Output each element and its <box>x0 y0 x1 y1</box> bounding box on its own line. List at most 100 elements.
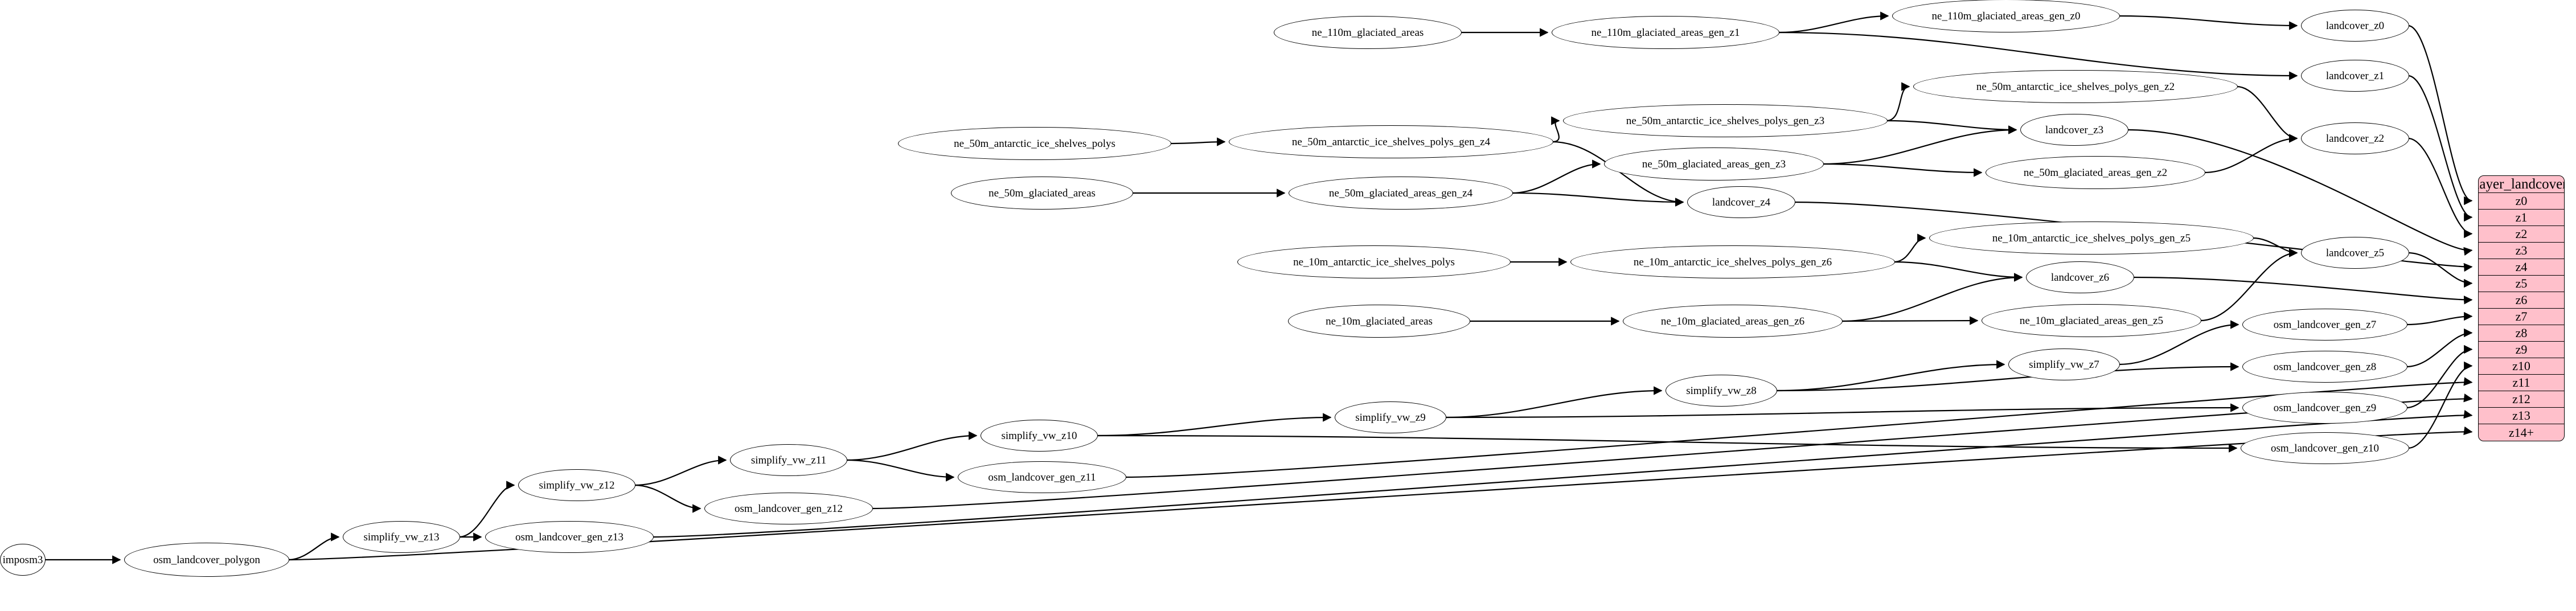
edge-ne_110m_glaciated_areas_gen_z0-to-landcover_z0 <box>2118 15 2298 30</box>
graph-node-osm_landcover_gen_z9[interactable]: osm_landcover_gen_z9 <box>2242 392 2407 424</box>
edge-simplify_vw_z10-to-simplify_vw_z9 <box>1096 413 1332 437</box>
edge-simplify_vw_z11-to-osm_landcover_gen_z11 <box>846 459 955 482</box>
graph-node-ne_50m_glaciated_areas_gen_z2[interactable]: ne_50m_glaciated_areas_gen_z2 <box>1986 156 2205 189</box>
edge-osm_landcover_gen_z13-to-layer_landcover_z13 <box>652 410 2473 538</box>
graph-node-osm_landcover_gen_z13[interactable]: osm_landcover_gen_z13 <box>485 521 654 553</box>
graph-node-label: simplify_vw_z11 <box>750 454 827 466</box>
graph-node-imposm3[interactable]: imposm3 <box>0 544 46 576</box>
edge-ne_50m_glaciated_areas_gen_z3-to-landcover_z3 <box>1822 125 2017 165</box>
edge-simplify_vw_z8-to-simplify_vw_z7 <box>1775 360 2005 392</box>
record-row-z13[interactable]: z13 <box>2479 408 2564 424</box>
graph-node-simplify_vw_z10[interactable]: simplify_vw_z10 <box>981 420 1098 452</box>
graph-node-simplify_vw_z9[interactable]: simplify_vw_z9 <box>1335 401 1446 433</box>
graph-node-osm_landcover_gen_z12[interactable]: osm_landcover_gen_z12 <box>704 493 873 524</box>
graph-node-ne_10m_antarctic_ice_shelves_polys[interactable]: ne_10m_antarctic_ice_shelves_polys <box>1237 245 1511 278</box>
graph-node-label: osm_landcover_gen_z7 <box>2273 318 2377 331</box>
edge-osm_landcover_gen_z12-to-layer_landcover_z12 <box>871 393 2473 510</box>
record-row-z2[interactable]: z2 <box>2479 226 2564 243</box>
record-row-z10[interactable]: z10 <box>2479 358 2564 375</box>
graph-node-label: osm_landcover_gen_z8 <box>2273 360 2377 373</box>
graph-node-label: ne_10m_antarctic_ice_shelves_polys_gen_z… <box>1992 232 2191 244</box>
edge-ne_110m_glaciated_areas_gen_z1-to-landcover_z1 <box>1778 31 2298 80</box>
graph-node-ne_10m_glaciated_areas_gen_z5[interactable]: ne_10m_glaciated_areas_gen_z5 <box>1982 304 2201 337</box>
edge-osm_landcover_polygon-to-simplify_vw_z13 <box>288 532 340 561</box>
graph-node-ne_110m_glaciated_areas_gen_z0[interactable]: ne_110m_glaciated_areas_gen_z0 <box>1892 0 2120 32</box>
record-row-z14plus[interactable]: z14+ <box>2508 425 2534 440</box>
graph-node-ne_110m_glaciated_areas[interactable]: ne_110m_glaciated_areas <box>1274 16 1462 49</box>
graph-node-ne_110m_glaciated_areas_gen_z1[interactable]: ne_110m_glaciated_areas_gen_z1 <box>1552 16 1779 49</box>
record-row-z1[interactable]: z1 <box>2479 210 2564 226</box>
graph-node-ne_50m_antarctic_ice_shelves_polys[interactable]: ne_50m_antarctic_ice_shelves_polys <box>898 127 1171 160</box>
edge-ne_10m_antarctic_ice_shelves_polys_gen_z6-to-landcover_z6 <box>1893 261 2023 282</box>
graph-node-ne_10m_antarctic_ice_shelves_polys_gen_z6[interactable]: ne_10m_antarctic_ice_shelves_polys_gen_z… <box>1570 245 1895 278</box>
graph-node-simplify_vw_z11[interactable]: simplify_vw_z11 <box>730 444 847 476</box>
edge-simplify_vw_z10-to-osm_landcover_gen_z10 <box>1096 434 2238 453</box>
graph-node-ne_50m_antarctic_ice_shelves_polys_gen_z2[interactable]: ne_50m_antarctic_ice_shelves_polys_gen_z… <box>1913 70 2238 103</box>
record-row-z6[interactable]: z6 <box>2479 292 2564 309</box>
edge-ne_110m_glaciated_areas_gen_z1-to-ne_110m_glaciated_areas_gen_z0 <box>1778 11 1889 34</box>
graph-node-label: ne_50m_glaciated_areas_gen_z3 <box>1642 158 1786 170</box>
graph-node-label: osm_landcover_gen_z10 <box>2271 442 2379 454</box>
graph-node-label: ne_50m_glaciated_areas_gen_z2 <box>2023 166 2168 179</box>
graph-node-landcover_z0[interactable]: landcover_z0 <box>2301 10 2409 42</box>
graph-node-label: simplify_vw_z12 <box>539 479 615 491</box>
graph-node-simplify_vw_z13[interactable]: simplify_vw_z13 <box>343 521 460 553</box>
edge-simplify_vw_z12-to-simplify_vw_z11 <box>634 456 727 486</box>
graph-node-label: ne_10m_glaciated_areas <box>1326 315 1433 327</box>
graph-node-ne_10m_glaciated_areas[interactable]: ne_10m_glaciated_areas <box>1288 305 1470 338</box>
record-row-z3[interactable]: z3 <box>2479 243 2564 259</box>
graph-node-landcover_z4[interactable]: landcover_z4 <box>1687 186 1795 218</box>
graph-node-label: ne_10m_antarctic_ice_shelves_polys <box>1293 256 1455 268</box>
record-row-z9[interactable]: z9 <box>2479 342 2564 358</box>
graph-node-label: ne_110m_glaciated_areas_gen_z0 <box>1931 10 2081 22</box>
graph-node-label: osm_landcover_gen_z12 <box>735 502 843 515</box>
record-row-z12[interactable]: z12 <box>2479 391 2564 408</box>
edge-ne_50m_glaciated_areas_gen_z4-to-landcover_z4 <box>1511 192 1684 207</box>
record-row-z0[interactable]: z0 <box>2479 193 2564 210</box>
graph-node-label: ne_50m_antarctic_ice_shelves_polys_gen_z… <box>1976 80 2175 93</box>
graph-node-ne_50m_antarctic_ice_shelves_polys_gen_z4[interactable]: ne_50m_antarctic_ice_shelves_polys_gen_z… <box>1229 125 1553 158</box>
edge-ne_10m_antarctic_ice_shelves_polys_gen_z6-to-ne_10m_antarctic_ice_shelves_polys_gen_z5 <box>1893 233 1926 263</box>
graph-node-landcover_z3[interactable]: landcover_z3 <box>2020 114 2128 146</box>
graph-node-ne_10m_antarctic_ice_shelves_polys_gen_z5[interactable]: ne_10m_antarctic_ice_shelves_polys_gen_z… <box>1929 222 2254 255</box>
graph-node-ne_50m_antarctic_ice_shelves_polys_gen_z3[interactable]: ne_50m_antarctic_ice_shelves_polys_gen_z… <box>1563 104 1888 137</box>
graph-node-label: landcover_z3 <box>2045 124 2104 136</box>
graph-node-ne_10m_glaciated_areas_gen_z6[interactable]: ne_10m_glaciated_areas_gen_z6 <box>1623 305 1843 338</box>
edge-osm_landcover_gen_z9-to-layer_landcover_z9 <box>2406 345 2473 409</box>
graph-node-landcover_z6[interactable]: landcover_z6 <box>2026 261 2134 293</box>
graph-node-landcover_z5[interactable]: landcover_z5 <box>2301 237 2409 269</box>
graph-node-label: simplify_vw_z13 <box>363 531 440 543</box>
record-row-z8[interactable]: z8 <box>2479 325 2564 342</box>
graph-node-simplify_vw_z8[interactable]: simplify_vw_z8 <box>1666 375 1777 407</box>
graph-node-ne_50m_glaciated_areas[interactable]: ne_50m_glaciated_areas <box>951 177 1133 210</box>
graph-node-ne_50m_glaciated_areas_gen_z3[interactable]: ne_50m_glaciated_areas_gen_z3 <box>1604 147 1824 181</box>
graph-node-landcover_z2[interactable]: landcover_z2 <box>2301 122 2409 154</box>
graph-node-label: ne_110m_glaciated_areas_gen_z1 <box>1591 26 1740 39</box>
edge-simplify_vw_z12-to-osm_landcover_gen_z12 <box>634 484 702 513</box>
graph-node-osm_landcover_gen_z8[interactable]: osm_landcover_gen_z8 <box>2242 351 2407 383</box>
graph-node-osm_landcover_polygon[interactable]: osm_landcover_polygon <box>124 543 289 577</box>
edge-simplify_vw_z8-to-osm_landcover_gen_z8 <box>1775 362 2239 392</box>
edge-simplify_vw_z11-to-simplify_vw_z10 <box>846 431 978 461</box>
graph-node-label: ne_110m_glaciated_areas <box>1311 26 1424 39</box>
graph-node-osm_landcover_gen_z10[interactable]: osm_landcover_gen_z10 <box>2241 432 2409 464</box>
graph-node-simplify_vw_z12[interactable]: simplify_vw_z12 <box>518 469 635 501</box>
record-row-z5[interactable]: z5 <box>2479 276 2564 292</box>
edge-landcover_z1-to-layer_landcover_z1 <box>2407 75 2473 222</box>
graph-node-osm_landcover_gen_z11[interactable]: osm_landcover_gen_z11 <box>958 461 1126 493</box>
graph-node-label: ne_50m_glaciated_areas_gen_z4 <box>1328 187 1473 199</box>
record-row-z7[interactable]: z7 <box>2479 309 2564 325</box>
graph-node-label: landcover_z6 <box>2050 271 2110 284</box>
record-row-z11[interactable]: z11 <box>2479 375 2564 391</box>
graph-node-simplify_vw_z7[interactable]: simplify_vw_z7 <box>2008 348 2120 380</box>
graph-node-label: simplify_vw_z7 <box>2029 358 2099 371</box>
graph-node-label: ne_50m_antarctic_ice_shelves_polys_gen_z… <box>1291 136 1491 148</box>
edge-ne_10m_antarctic_ice_shelves_polys_gen_z5-to-landcover_z5 <box>2252 237 2298 257</box>
graph-node-label: landcover_z0 <box>2325 19 2385 32</box>
graph-node-osm_landcover_gen_z7[interactable]: osm_landcover_gen_z7 <box>2242 309 2407 341</box>
record-row-z4[interactable]: z4 <box>2479 259 2564 276</box>
graph-node-ne_50m_glaciated_areas_gen_z4[interactable]: ne_50m_glaciated_areas_gen_z4 <box>1289 177 1513 210</box>
graph-node-landcover_z1[interactable]: landcover_z1 <box>2301 60 2409 92</box>
edge-osm_landcover_gen_z7-to-layer_landcover_z7 <box>2406 311 2473 326</box>
